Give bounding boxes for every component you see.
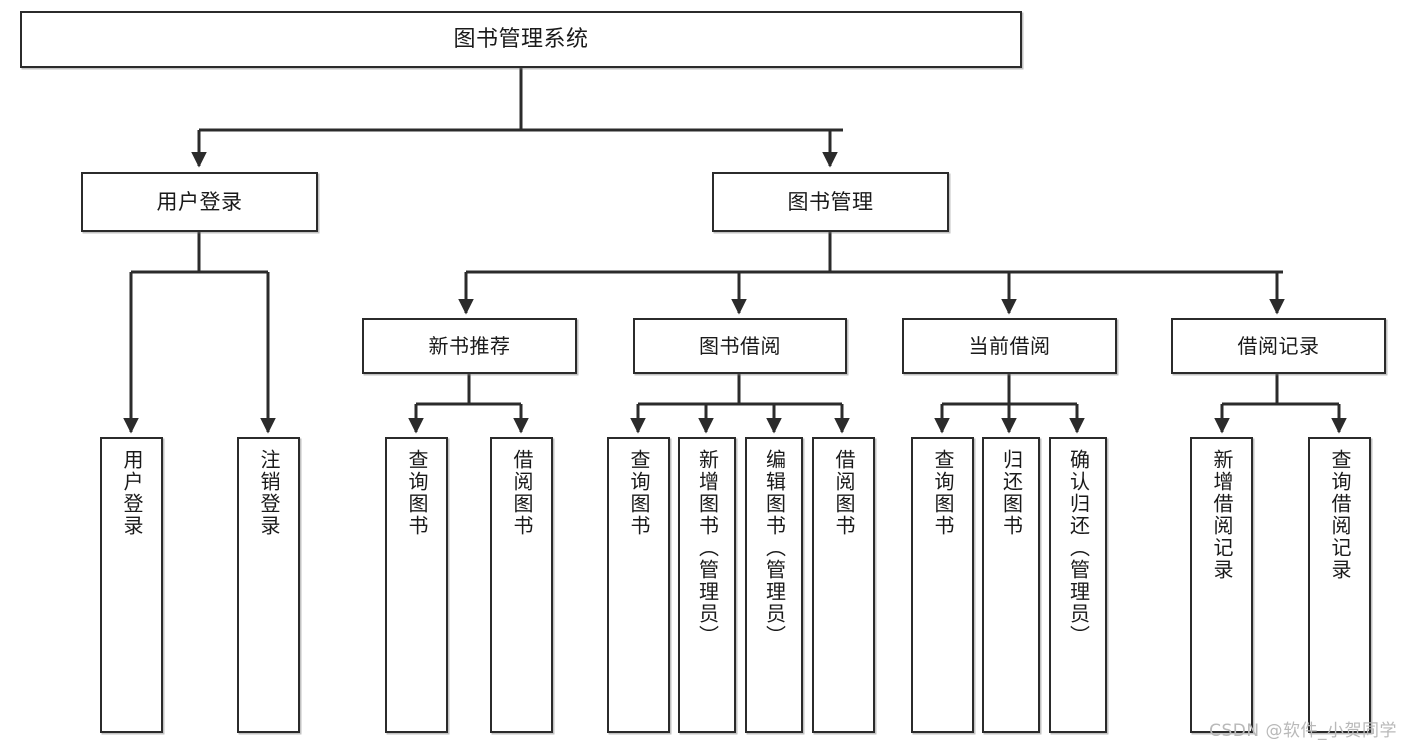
node-label: 借阅图书 (510, 449, 534, 537)
node-new-book-recommend[interactable]: 新书推荐 (362, 318, 577, 374)
node-leaf-query-book-recommend[interactable]: 查询图书 (385, 437, 448, 733)
node-current-borrow[interactable]: 当前借阅 (902, 318, 1117, 374)
node-leaf-borrow-book-recommend[interactable]: 借阅图书 (490, 437, 553, 733)
node-label: 新书推荐 (428, 333, 511, 358)
node-book-borrow[interactable]: 图书借阅 (633, 318, 847, 374)
node-leaf-borrow-book[interactable]: 借阅图书 (812, 437, 875, 733)
node-label: 当前借阅 (968, 333, 1051, 358)
node-leaf-edit-book[interactable]: 编辑图书（管理员） (745, 437, 803, 733)
node-user-login[interactable]: 用户登录 (81, 172, 318, 232)
watermark-text: CSDN @软件_小贺同学 (1209, 721, 1397, 741)
node-label: 借阅记录 (1237, 333, 1320, 358)
node-root-system[interactable]: 图书管理系统 (20, 11, 1022, 68)
node-leaf-user-login[interactable]: 用户登录 (100, 437, 163, 733)
node-label: 查询图书 (931, 449, 955, 537)
node-leaf-query-book-borrow[interactable]: 查询图书 (607, 437, 670, 733)
node-label: 归还图书 (999, 449, 1024, 537)
node-leaf-confirm-return[interactable]: 确认归还（管理员） (1049, 437, 1107, 733)
node-label: 用户登录 (120, 449, 144, 537)
node-label: 借阅图书 (832, 449, 856, 537)
node-label: 图书管理 (787, 189, 874, 214)
node-label: 编辑图书（管理员） (762, 449, 787, 647)
node-label: 查询借阅记录 (1328, 449, 1352, 581)
node-leaf-logout-login[interactable]: 注销登录 (237, 437, 300, 733)
node-borrow-record[interactable]: 借阅记录 (1171, 318, 1386, 374)
node-label: 新增借阅记录 (1210, 449, 1234, 581)
node-label: 图书管理系统 (453, 26, 589, 52)
node-leaf-return-book[interactable]: 归还图书 (982, 437, 1040, 733)
node-leaf-query-borrow-record[interactable]: 查询借阅记录 (1308, 437, 1371, 733)
node-label: 确认归还（管理员） (1066, 449, 1091, 647)
node-label: 查询图书 (405, 449, 429, 537)
node-label: 用户登录 (156, 189, 243, 214)
node-label: 图书借阅 (699, 333, 781, 358)
node-label: 注销登录 (257, 449, 281, 537)
node-label: 新增图书（管理员） (695, 449, 720, 647)
node-book-management[interactable]: 图书管理 (712, 172, 949, 232)
node-label: 查询图书 (627, 449, 651, 537)
node-leaf-add-borrow-record[interactable]: 新增借阅记录 (1190, 437, 1253, 733)
node-leaf-query-book-current[interactable]: 查询图书 (911, 437, 974, 733)
node-leaf-add-book[interactable]: 新增图书（管理员） (678, 437, 736, 733)
